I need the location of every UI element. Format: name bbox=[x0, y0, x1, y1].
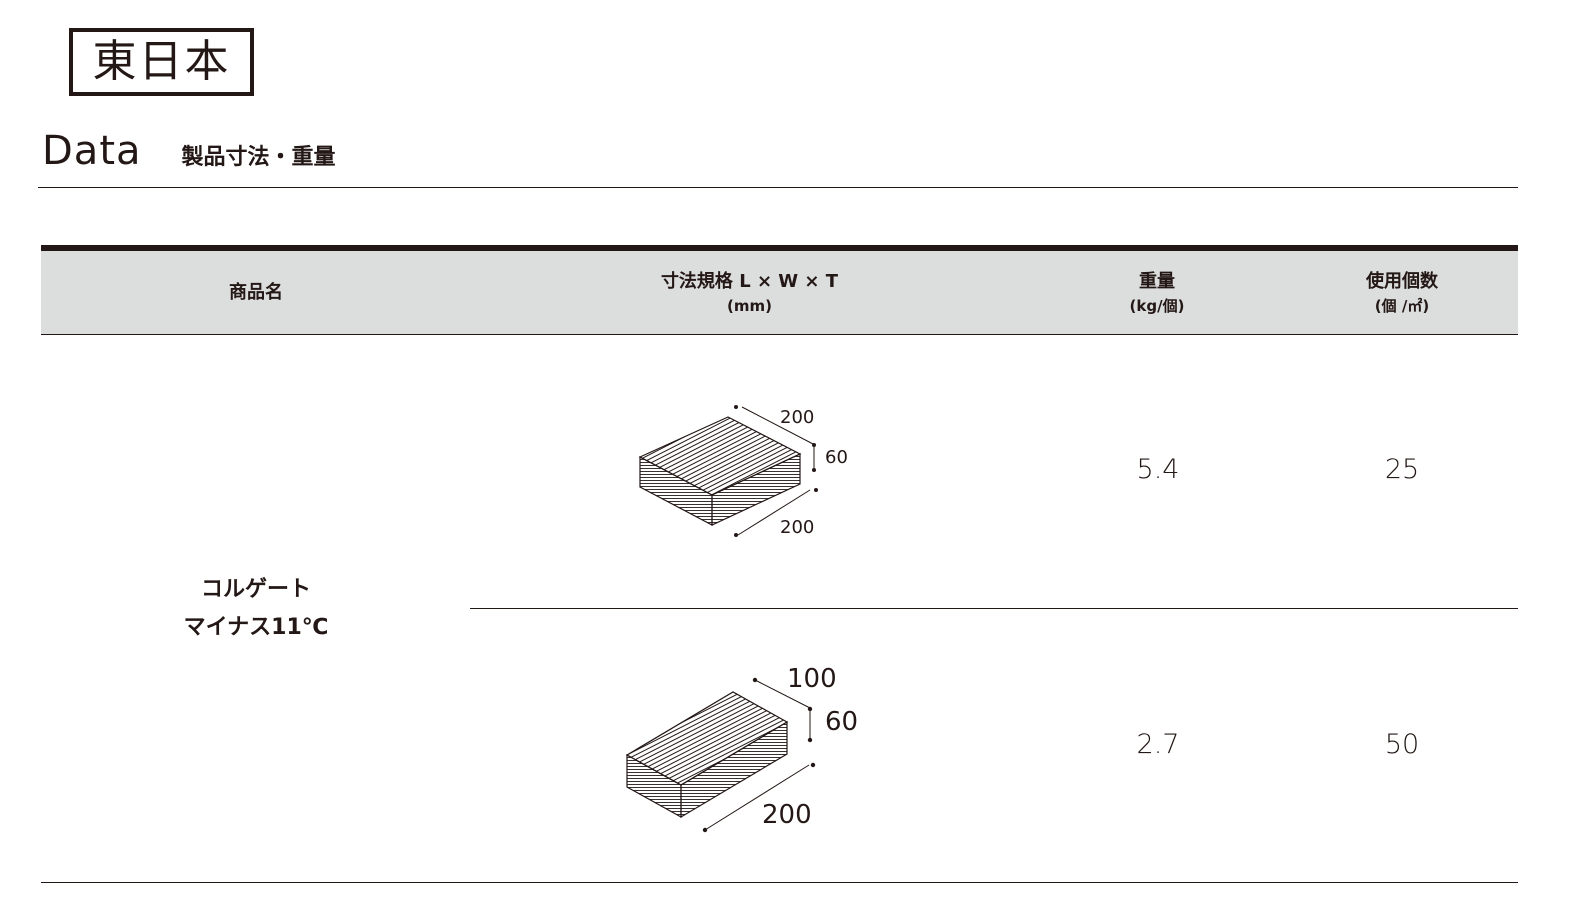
count-value: 50 bbox=[1384, 729, 1420, 760]
svg-text:60: 60 bbox=[825, 707, 858, 737]
rectangular-block-diagram-icon: 100 60 200 bbox=[615, 660, 875, 840]
column-header-unit: (個 /㎡) bbox=[1374, 296, 1430, 315]
column-header-label: 寸法規格 L × W × T bbox=[660, 270, 839, 292]
column-header-product-name: 商品名 bbox=[41, 251, 471, 334]
row-divider bbox=[470, 608, 1518, 609]
region-label-box: 東日本 bbox=[69, 28, 254, 96]
column-header-weight: 重量 (kg/個) bbox=[1077, 251, 1237, 334]
column-header-count: 使用個数 (個 /㎡) bbox=[1322, 251, 1482, 334]
column-header-label: 重量 bbox=[1139, 270, 1175, 292]
column-header-unit: (mm) bbox=[727, 296, 772, 315]
product-name-line1: コルゲート bbox=[200, 576, 311, 602]
weight-value: 2.7 bbox=[1136, 729, 1180, 760]
page-title: Data 製品寸法・重量 bbox=[42, 128, 336, 174]
title-japanese: 製品寸法・重量 bbox=[181, 145, 336, 170]
table-header: 商品名 寸法規格 L × W × T (mm) 重量 (kg/個) 使用個数 (… bbox=[41, 251, 1518, 335]
region-label: 東日本 bbox=[92, 36, 231, 87]
column-header-unit: (kg/個) bbox=[1129, 296, 1185, 315]
weight-value: 5.4 bbox=[1136, 454, 1180, 485]
count-value: 25 bbox=[1384, 454, 1420, 485]
svg-text:200: 200 bbox=[780, 517, 814, 538]
title-divider bbox=[38, 187, 1518, 188]
svg-text:100: 100 bbox=[787, 664, 837, 694]
svg-text:200: 200 bbox=[762, 800, 812, 830]
column-header-label: 使用個数 bbox=[1366, 270, 1438, 292]
table-bottom-rule bbox=[41, 882, 1518, 883]
column-header-dimensions: 寸法規格 L × W × T (mm) bbox=[471, 251, 1028, 334]
svg-text:60: 60 bbox=[825, 447, 848, 468]
svg-text:200: 200 bbox=[780, 407, 814, 428]
product-name-line2: マイナス11℃ bbox=[183, 615, 329, 640]
product-name-cell: コルゲート マイナス11℃ bbox=[41, 335, 471, 883]
table-top-rule bbox=[41, 245, 1518, 251]
title-english: Data bbox=[42, 128, 142, 174]
square-block-diagram-icon: 200 60 200 bbox=[630, 395, 870, 555]
column-header-label: 商品名 bbox=[229, 282, 283, 303]
